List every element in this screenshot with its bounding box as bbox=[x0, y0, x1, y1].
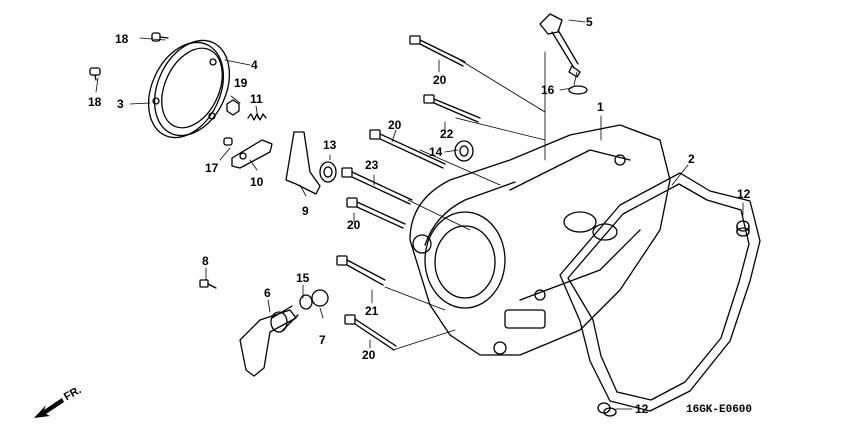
callout-7: 7 bbox=[319, 333, 326, 347]
callout-20-bottom: 20 bbox=[362, 348, 376, 362]
leader-lines bbox=[95, 19, 744, 410]
callout-2: 2 bbox=[688, 152, 695, 166]
callout-21: 21 bbox=[365, 304, 379, 318]
callout-20-lower: 20 bbox=[347, 218, 361, 232]
callout-22: 22 bbox=[440, 127, 454, 141]
small-hardware-part bbox=[223, 99, 273, 169]
front-direction-arrow bbox=[34, 398, 64, 418]
callout-17: 17 bbox=[205, 161, 219, 175]
callout-16: 16 bbox=[541, 83, 555, 97]
shaft-part bbox=[239, 289, 329, 377]
crankcase-cover-part bbox=[409, 124, 671, 356]
callout-6: 6 bbox=[264, 286, 271, 300]
gasket-part bbox=[559, 172, 761, 412]
callout-15: 15 bbox=[296, 271, 310, 285]
callout-19: 19 bbox=[234, 76, 248, 90]
callout-4: 4 bbox=[251, 58, 258, 72]
dowel-part bbox=[597, 220, 750, 417]
callout-20-top: 20 bbox=[433, 73, 447, 87]
dipstick-part bbox=[539, 13, 588, 95]
callout-20-middle: 20 bbox=[388, 118, 402, 132]
callout-18-upper: 18 bbox=[115, 32, 129, 46]
callout-10: 10 bbox=[250, 175, 264, 189]
callout-1: 1 bbox=[597, 100, 604, 114]
callout-5: 5 bbox=[586, 15, 593, 29]
plate-part bbox=[285, 131, 321, 195]
callout-12-lower: 12 bbox=[635, 402, 649, 416]
callout-13: 13 bbox=[323, 138, 337, 152]
callout-11: 11 bbox=[250, 92, 263, 106]
callout-9: 9 bbox=[302, 204, 309, 218]
drawing-code: 16GK-E0600 bbox=[686, 404, 753, 416]
callout-8: 8 bbox=[202, 254, 209, 268]
callout-14: 14 bbox=[429, 145, 443, 159]
bearing-part bbox=[319, 140, 474, 183]
callout-18-lower: 18 bbox=[88, 95, 102, 109]
bolt-parts bbox=[199, 35, 481, 351]
ring-cover-part bbox=[147, 39, 231, 139]
callout-3: 3 bbox=[117, 97, 124, 111]
callout-23: 23 bbox=[365, 158, 379, 172]
screw-part bbox=[89, 32, 169, 81]
callout-12-upper: 12 bbox=[737, 187, 751, 201]
